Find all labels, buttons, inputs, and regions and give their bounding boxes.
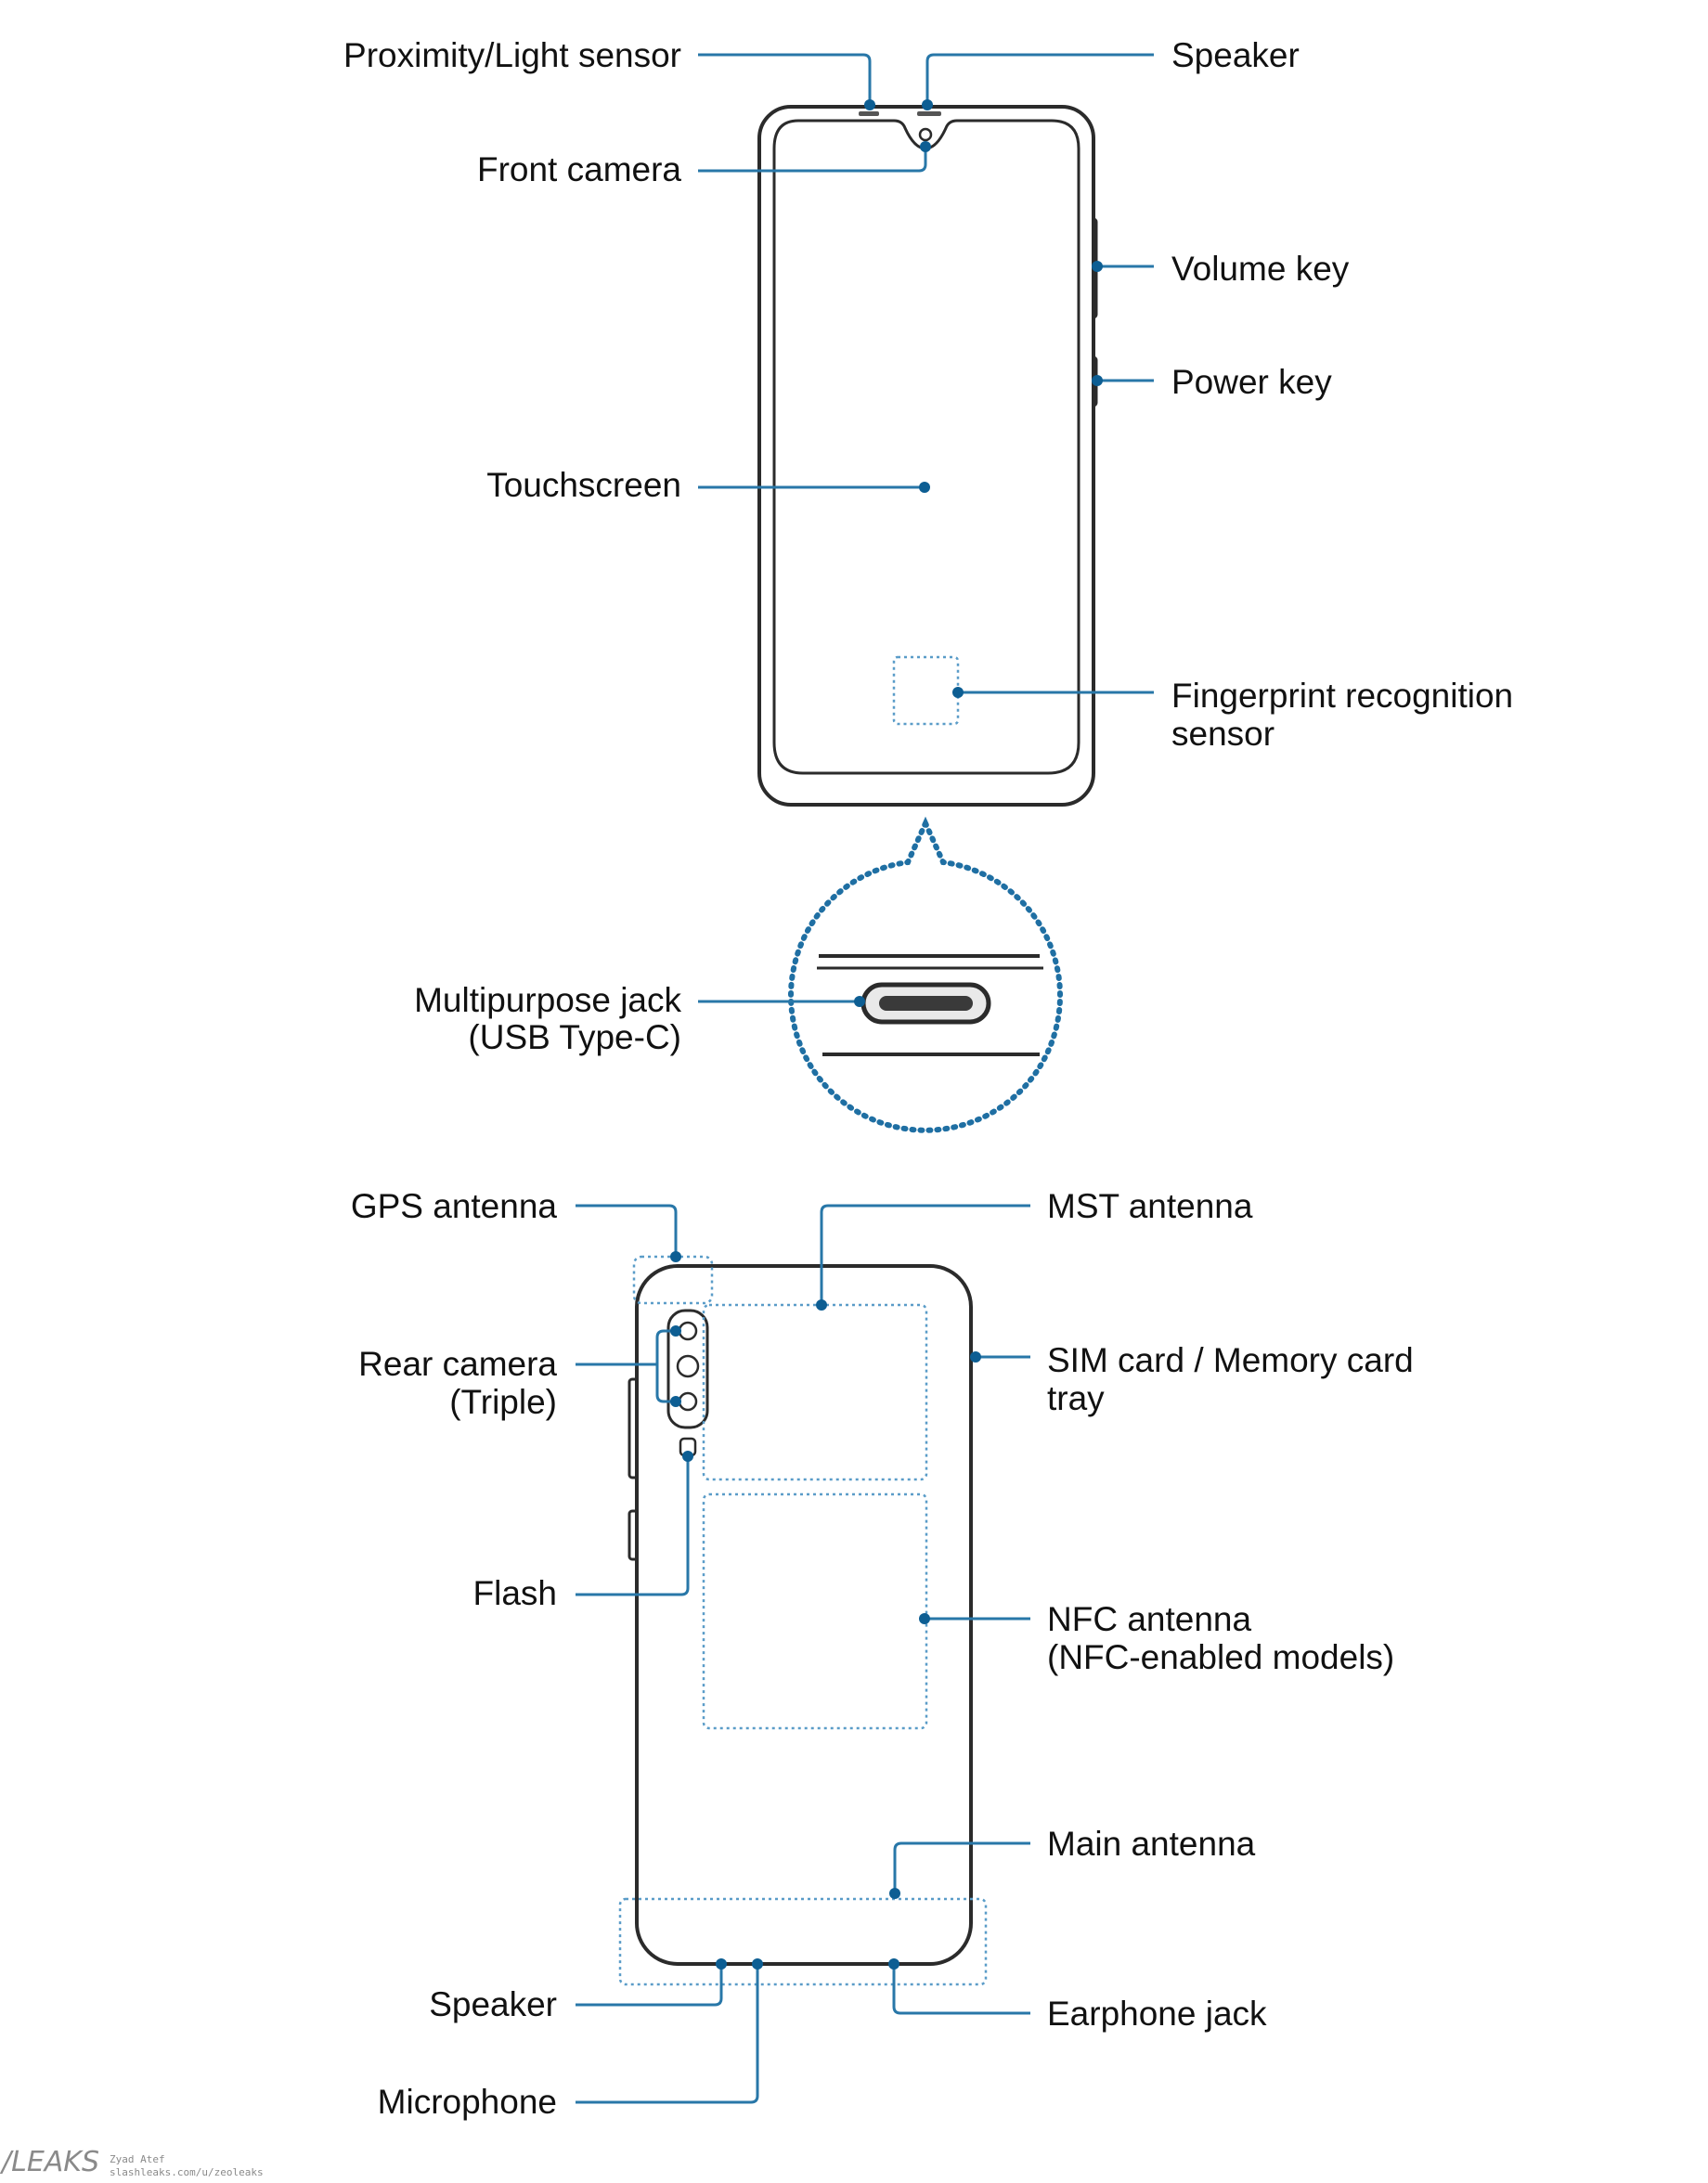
back-view: GPS antenna MST antenna Rear camera (Tri… — [351, 1187, 1414, 2121]
leader-flash — [576, 1456, 690, 1596]
proximity-sensor-slot — [859, 111, 879, 116]
label-fingerprint-1: Fingerprint recognition — [1171, 677, 1513, 715]
label-jack-2: (USB Type-C) — [468, 1018, 681, 1056]
dot-rear-camera-1 — [670, 1325, 681, 1337]
dot-main-antenna — [889, 1888, 900, 1899]
label-volume-key: Volume key — [1171, 250, 1350, 288]
front-camera-lens — [918, 127, 933, 142]
label-power-key: Power key — [1171, 363, 1332, 401]
label-proximity-sensor: Proximity/Light sensor — [343, 36, 681, 74]
label-rear-camera-1: Rear camera — [358, 1345, 557, 1383]
leader-speaker-front — [925, 53, 1154, 105]
bottom-antenna-zone — [618, 1897, 988, 1986]
label-gps-antenna: GPS antenna — [351, 1187, 558, 1225]
dot-earphone — [888, 1958, 899, 1970]
dot-usb — [854, 996, 865, 1007]
nfc-antenna-zone — [702, 1492, 928, 1730]
label-fingerprint-2: sensor — [1171, 715, 1275, 753]
back-phone-body — [635, 1264, 973, 1966]
front-screen-outline — [772, 119, 1080, 775]
dot-nfc — [919, 1613, 930, 1624]
dot-touchscreen — [919, 482, 930, 493]
label-speaker-back: Speaker — [429, 1985, 557, 2023]
watermark: /LEAKS Zyad Atef slashleaks.com/u/zeolea… — [0, 2146, 264, 2178]
label-microphone: Microphone — [378, 2083, 557, 2121]
gps-antenna-zone — [632, 1255, 714, 1305]
label-sim-tray-1: SIM card / Memory card — [1047, 1341, 1414, 1379]
leader-main-antenna — [893, 1841, 1030, 1893]
usb-zoom-view: Multipurpose jack (USB Type-C) — [414, 816, 1063, 1133]
watermark-line1: Zyad Atef — [110, 2153, 165, 2165]
label-nfc-2: (NFC-enabled models) — [1047, 1638, 1394, 1676]
watermark-logo: /LEAKS — [0, 2146, 99, 2178]
leader-front-camera — [698, 147, 927, 173]
dot-rear-camera-2 — [670, 1396, 681, 1407]
dot-fingerprint — [952, 687, 964, 698]
dot-microphone — [752, 1958, 763, 1970]
label-sim-tray-2: tray — [1047, 1379, 1105, 1417]
zoom-bubble — [788, 816, 1063, 1133]
dot-proximity — [864, 99, 875, 110]
watermark-line2: slashleaks.com/u/zeoleaks — [110, 2166, 264, 2178]
dot-speaker-front — [922, 99, 933, 110]
label-jack-1: Multipurpose jack — [414, 981, 681, 1019]
label-main-antenna: Main antenna — [1047, 1825, 1256, 1863]
leader-rear-camera — [576, 1329, 676, 1403]
mst-antenna-zone — [702, 1303, 928, 1481]
usb-port-inner — [879, 996, 973, 1011]
leader-proximity — [698, 53, 872, 105]
leader-speaker-back — [576, 1964, 723, 2007]
leader-gps — [576, 1204, 678, 1257]
dot-speaker-back — [716, 1958, 727, 1970]
label-earphone-jack: Earphone jack — [1047, 1995, 1267, 2033]
label-nfc-1: NFC antenna — [1047, 1600, 1251, 1638]
dot-sim — [970, 1351, 981, 1363]
rear-lens-2 — [676, 1354, 700, 1378]
leader-microphone — [576, 1964, 759, 2104]
leader-earphone — [892, 1964, 1030, 2015]
dot-front-camera — [920, 141, 931, 152]
label-rear-camera-2: (Triple) — [449, 1383, 557, 1421]
front-view: Proximity/Light sensor Speaker Front cam… — [343, 36, 1513, 807]
label-flash: Flash — [473, 1574, 557, 1612]
dot-power — [1092, 375, 1103, 386]
dot-mst — [816, 1299, 827, 1311]
dot-flash — [682, 1451, 693, 1462]
label-mst-antenna: MST antenna — [1047, 1187, 1253, 1225]
dot-volume — [1092, 261, 1103, 272]
label-speaker-front: Speaker — [1171, 36, 1300, 74]
leader-mst — [820, 1204, 1030, 1305]
label-front-camera: Front camera — [477, 150, 681, 188]
label-touchscreen: Touchscreen — [486, 466, 681, 504]
speaker-slot — [917, 111, 941, 116]
front-phone-body — [757, 105, 1095, 807]
dot-gps — [670, 1251, 681, 1262]
